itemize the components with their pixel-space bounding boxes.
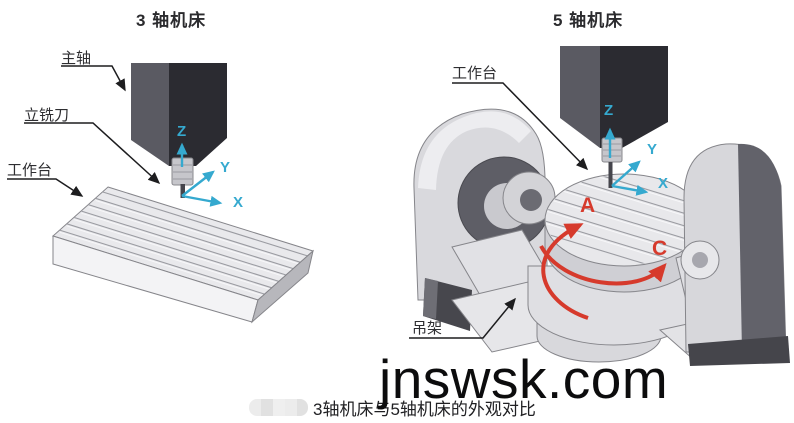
worktable-left-label: 工作台 bbox=[7, 162, 53, 179]
x-axis-label-left: X bbox=[233, 194, 244, 211]
left-support-top-facet bbox=[418, 111, 531, 190]
y-axis-label-right: Y bbox=[647, 141, 658, 158]
axes-arrows-3axis bbox=[176, 142, 223, 207]
groove-highlights-left bbox=[59, 200, 301, 297]
axes-arrows-5axis bbox=[604, 127, 649, 196]
tool-holder-ridges-right bbox=[603, 143, 621, 157]
left-support-pedestal-facet bbox=[423, 278, 438, 319]
left-panel-title: 3 轴机床 bbox=[136, 11, 207, 30]
end-mill-callout-line bbox=[24, 122, 161, 185]
x-axis-arrow-right bbox=[611, 184, 649, 196]
cradle-callout-line bbox=[409, 297, 516, 339]
worktable-right-label: 工作台 bbox=[452, 65, 498, 82]
c-axis-rotation-arrow bbox=[539, 245, 667, 286]
callout-lines-3axis bbox=[7, 65, 161, 197]
spindle-callout-line bbox=[61, 65, 126, 92]
x-axis-arrow-left bbox=[181, 194, 223, 207]
right-support-shaded-face bbox=[738, 143, 786, 352]
trunnion-axle-center bbox=[520, 189, 542, 211]
c-axis-label: C bbox=[652, 237, 668, 260]
right-pivot-center bbox=[692, 252, 708, 268]
spindle-label: 主轴 bbox=[61, 50, 92, 67]
x-axis-label-right: X bbox=[658, 175, 669, 192]
spindle-5axis bbox=[560, 46, 668, 188]
y-axis-label-left: Y bbox=[220, 159, 231, 176]
worktable-right-callout-line bbox=[452, 82, 589, 171]
blurred-logo bbox=[249, 399, 308, 416]
right-support-base bbox=[688, 336, 790, 366]
machine-5axis bbox=[413, 108, 790, 366]
y-axis-arrow-right bbox=[611, 160, 641, 187]
spindle-3axis bbox=[131, 63, 227, 198]
watermark-text: jnswsk.com bbox=[379, 348, 669, 410]
worktable-left-callout-line bbox=[7, 178, 84, 197]
t-slot-grooves-left bbox=[59, 191, 308, 295]
worktable-3axis bbox=[52, 186, 314, 324]
end-mill-label: 立铣刀 bbox=[24, 107, 70, 124]
end-mill-tool-right bbox=[608, 162, 613, 188]
caption-text: 3轴机床与5轴机床的外观对比 bbox=[313, 400, 536, 419]
end-mill-tool-left bbox=[180, 184, 185, 198]
right-panel-title: 5 轴机床 bbox=[553, 11, 624, 30]
z-axis-label-left: Z bbox=[177, 123, 187, 140]
a-axis-rotation-arrow bbox=[541, 223, 589, 320]
cradle-label: 吊架 bbox=[412, 320, 443, 337]
rotation-arrows bbox=[539, 223, 667, 320]
z-axis-label-right: Z bbox=[604, 102, 614, 119]
y-axis-arrow-left bbox=[181, 170, 215, 197]
callout-lines-5axis bbox=[409, 82, 589, 339]
a-axis-label: A bbox=[580, 194, 596, 217]
